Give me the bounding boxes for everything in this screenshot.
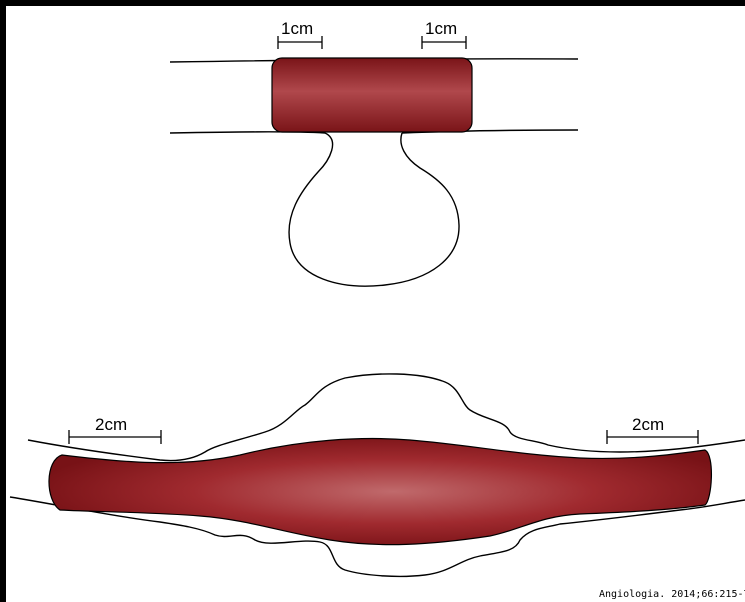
bottom-vessel (10, 374, 745, 576)
bottom-graft (49, 439, 711, 545)
citation-text: Angiologia. 2014;66:215-7 (599, 589, 745, 600)
top-vessel (170, 58, 578, 286)
top-graft (272, 58, 472, 132)
top-left-scale-label: 1cm (281, 19, 313, 38)
saccular-aneurysm (289, 133, 459, 286)
top-right-scale-label: 1cm (425, 19, 457, 38)
bottom-right-scale-label: 2cm (632, 415, 664, 434)
bottom-left-scale-label: 2cm (95, 415, 127, 434)
